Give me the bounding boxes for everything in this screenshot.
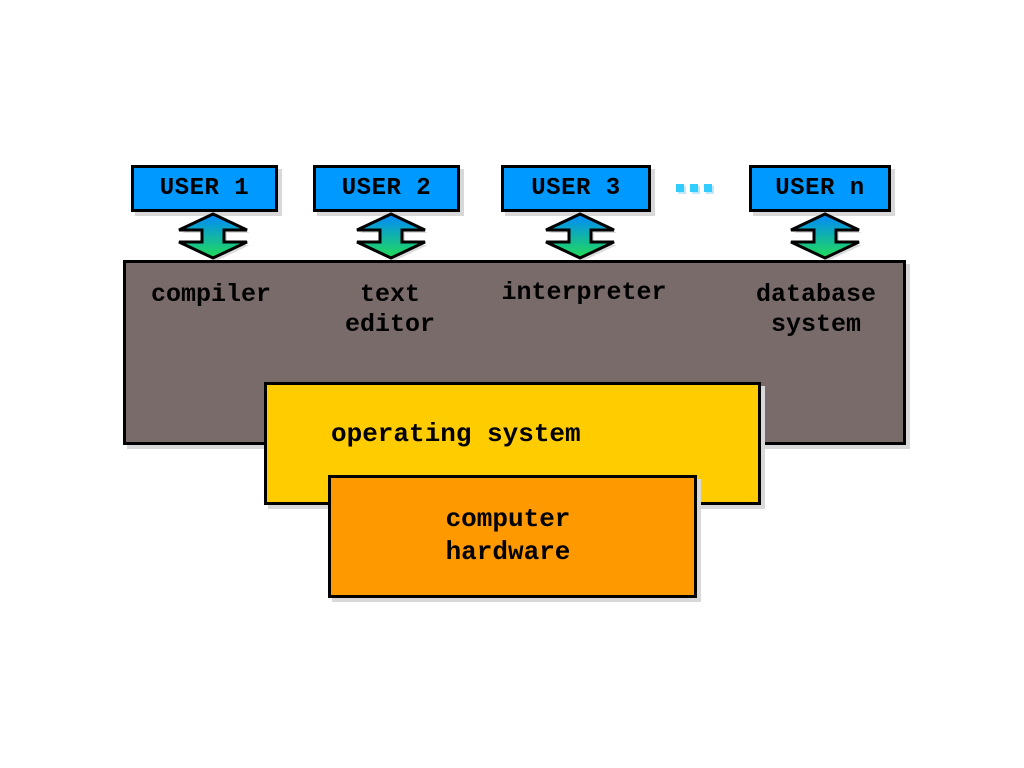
app-compiler-label: compiler [150,280,272,309]
computer-hardware-layer [328,475,697,598]
ellipsis-dot [676,184,684,192]
computer-hardware-label: computer hardware [445,504,571,567]
double-vertical-arrow-icon [178,212,249,260]
user-1-box: USER 1 [131,165,278,212]
user-n-label: USER n [775,175,865,202]
double-vertical-arrow-icon [790,212,861,260]
app-database-system-label: database system [755,280,877,339]
user-2-box: USER 2 [313,165,460,212]
user-n-box: USER n [749,165,891,212]
double-vertical-arrow-icon [545,212,616,260]
app-interpreter-label: interpreter [501,278,667,307]
operating-system-label: operating system [331,419,581,449]
user-3-box: USER 3 [501,165,651,212]
app-text-editor-label: text editor [344,280,435,339]
ellipsis-icon [676,184,712,192]
ellipsis-dot [704,184,712,192]
double-vertical-arrow-icon [356,212,427,260]
user-2-label: USER 2 [341,175,432,202]
user-1-label: USER 1 [159,175,250,202]
user-3-label: USER 3 [531,175,621,202]
ellipsis-dot [690,184,698,192]
